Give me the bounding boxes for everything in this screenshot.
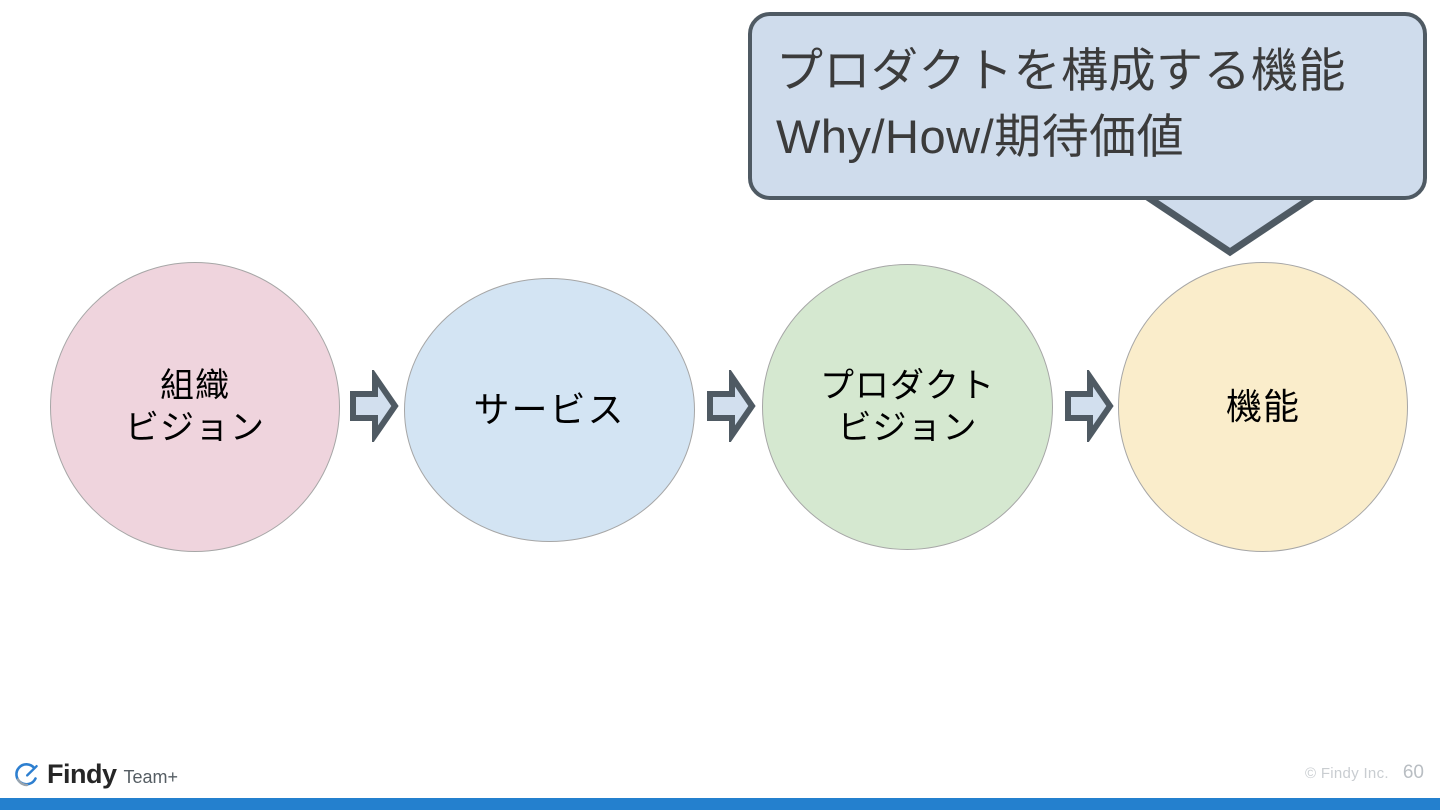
footer-logo: Findy Team+ — [14, 757, 178, 790]
flow-node-label: 機能 — [1226, 386, 1300, 428]
flow-node-label: サービス — [473, 389, 625, 431]
footer-meta: © Findy Inc. 60 — [1305, 762, 1424, 784]
product-name: Team+ — [123, 767, 179, 787]
block-arrow-right-icon — [707, 370, 756, 442]
flow-node-line-2: ビジョン — [125, 409, 265, 447]
copyright-text: © Findy Inc. — [1305, 765, 1389, 782]
flow-node-line-2: ビジョン — [837, 409, 978, 447]
flow-node-feature[interactable]: 機能 — [1118, 262, 1408, 552]
process-flow: 組織 ビジョン サービス プロダクト ビジョン — [0, 262, 1440, 554]
bottom-accent-bar — [0, 798, 1440, 810]
block-arrow-right-icon — [1065, 370, 1114, 442]
speech-bubble-line-1: プロダクトを構成する機能 — [776, 44, 1346, 97]
flow-node-line-1: 機能 — [1225, 386, 1300, 427]
flow-node-label: プロダクト ビジョン — [820, 365, 995, 449]
findy-circle-logo-icon — [15, 763, 38, 787]
flow-node-line-1: サービス — [473, 389, 626, 430]
block-arrow-right-icon — [350, 370, 399, 442]
flow-node-label: 組織 ビジョン — [125, 365, 265, 449]
speech-bubble: プロダクトを構成する機能 Why/How/期待価値 — [748, 12, 1427, 200]
speech-bubble-line-2: Why/How/期待価値 — [776, 110, 1185, 163]
flow-node-line-1: 組織 — [160, 367, 230, 405]
brand-name: Findy — [47, 759, 117, 789]
flow-node-line-1: プロダクト — [820, 367, 995, 405]
speech-bubble-tail — [1135, 190, 1325, 257]
page-number: 60 — [1402, 762, 1424, 783]
flow-node-service[interactable]: サービス — [404, 278, 695, 542]
speech-bubble-text: プロダクトを構成する機能 Why/How/期待価値 — [776, 38, 1407, 170]
flow-node-organization-vision[interactable]: 組織 ビジョン — [50, 262, 340, 552]
flow-node-product-vision[interactable]: プロダクト ビジョン — [762, 264, 1053, 550]
